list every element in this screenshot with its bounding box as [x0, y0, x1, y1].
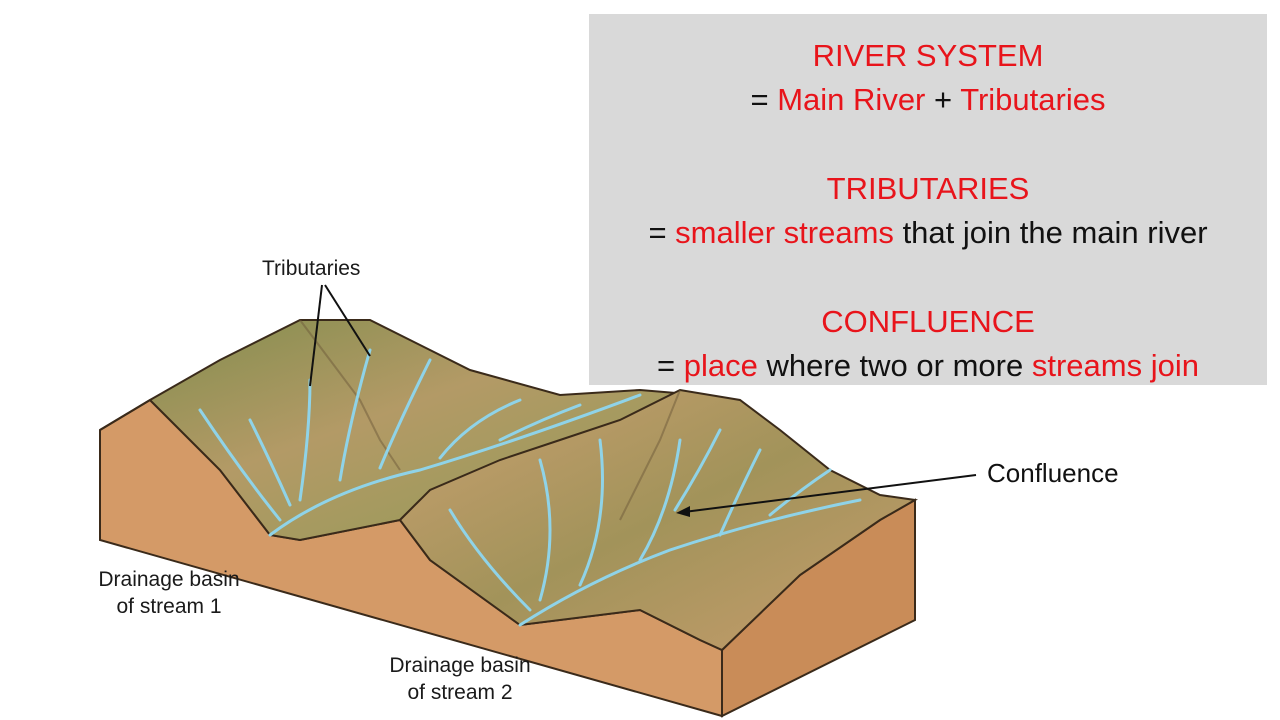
streams-basin-1	[198, 348, 642, 537]
confluence-definition: = place where two or more streams join	[589, 344, 1267, 388]
confluence-label: Confluence	[987, 458, 1119, 488]
confluence-arrowhead	[676, 506, 690, 517]
equals-sign: =	[657, 348, 676, 383]
definitions-box: RIVER SYSTEM = Main River + Tributaries …	[589, 14, 1267, 385]
drainage-basin-2-line2: of stream 2	[407, 681, 513, 704]
drainage-basin-1-label: Drainage basin of stream 1	[84, 566, 254, 620]
streams-basin-2	[448, 428, 862, 627]
river-system-definition: = Main River + Tributaries	[589, 78, 1267, 122]
main-river-term: Main River	[777, 82, 926, 117]
terrain-basin-2	[398, 388, 919, 652]
tributaries-term: Tributaries	[960, 82, 1106, 117]
smaller-streams-term: smaller streams	[675, 215, 894, 250]
tributaries-pointer	[309, 284, 323, 387]
drainage-basin-2-label: Drainage basin of stream 2	[370, 652, 550, 706]
confluence-heading: CONFLUENCE	[821, 304, 1035, 339]
river-system-heading: RIVER SYSTEM	[812, 38, 1044, 73]
confluence-definition-mid: where two or more	[766, 348, 1024, 383]
drainage-basin-1-line1: Drainage basin	[98, 568, 240, 591]
tributaries-pointer	[324, 284, 371, 357]
plus-sign: +	[934, 82, 953, 117]
ridge-shadow	[619, 389, 681, 521]
equals-sign: =	[648, 215, 667, 250]
place-term: place	[683, 348, 758, 383]
drainage-basin-1-line2: of stream 1	[116, 595, 222, 618]
drainage-basin-2-line1: Drainage basin	[389, 654, 531, 677]
tributaries-definition: = smaller streams that join the main riv…	[589, 211, 1267, 255]
confluence-arrow	[683, 474, 977, 513]
tributaries-label: Tributaries	[262, 257, 361, 280]
tributaries-definition-rest: that join the main river	[902, 215, 1208, 250]
streams-join-term: streams join	[1031, 348, 1199, 383]
tributaries-heading: TRIBUTARIES	[826, 171, 1030, 206]
equals-sign: =	[750, 82, 769, 117]
